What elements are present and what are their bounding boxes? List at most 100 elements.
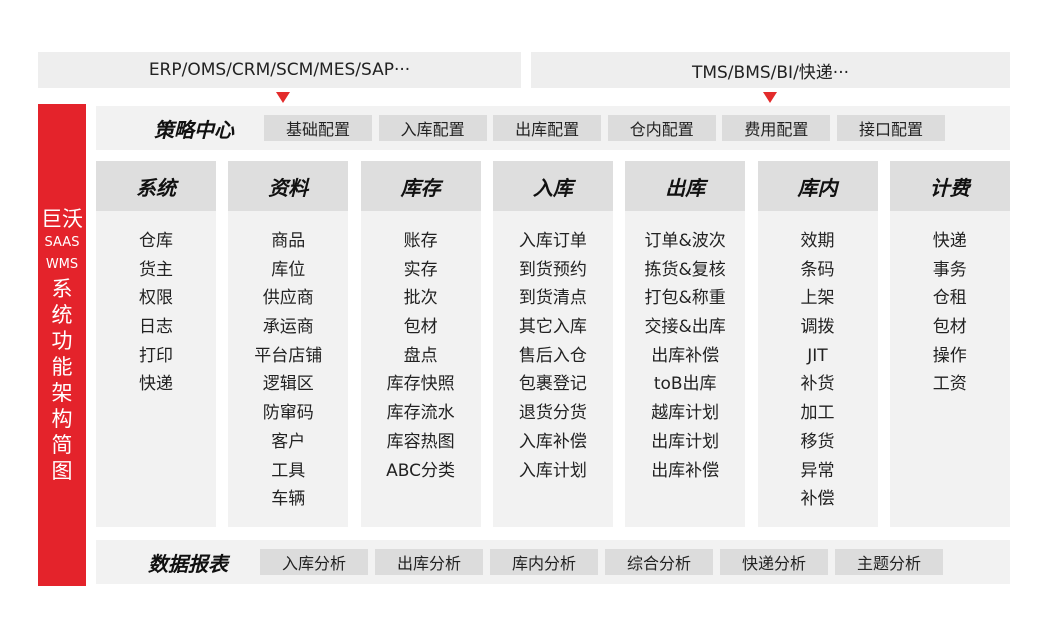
module-item: 供应商 (262, 288, 314, 309)
module-title: 入库 (492, 161, 613, 211)
strategy-chip: 入库配置 (378, 115, 487, 141)
module-item: 工具 (271, 460, 306, 481)
module-title: 系统 (96, 161, 216, 211)
report-chip: 出库分析 (375, 549, 483, 575)
module-item-list: 仓库货主权限日志打印快递 (96, 211, 216, 399)
module-item: 快递 (139, 374, 173, 395)
module-item: 上架 (800, 288, 835, 309)
module-item: 到货清点 (518, 288, 587, 309)
module-item: 操作 (932, 345, 967, 366)
module-item: 平台店铺 (254, 345, 323, 366)
module-item: 包材 (932, 317, 967, 338)
module-item: 条码 (800, 259, 835, 280)
module-item: JIT (807, 345, 828, 366)
module-item: 移货 (800, 431, 835, 452)
module-item: 效期 (800, 231, 835, 251)
report-chip: 入库分析 (260, 549, 368, 575)
module-item: 库存流水 (386, 403, 455, 424)
module-item: 防窜码 (262, 403, 314, 424)
module-column: 库存账存实存批次包材盘点库存快照库存流水库容热图 ABC分类 (360, 161, 481, 527)
module-item: 事务 (932, 259, 967, 280)
module-item: 实存 (403, 259, 438, 280)
report-chip: 主题分析 (835, 549, 943, 575)
module-column: 计费快递事务仓租包材操作工资 (889, 161, 1010, 527)
module-item: 入库补偿 (518, 431, 587, 452)
strategy-center-title: 策略中心 (154, 117, 234, 142)
side-title-wms: WMS (45, 257, 79, 272)
strategy-chip: 费用配置 (722, 115, 831, 141)
module-item-list: 入库订单到货预约到货清点其它入库售后入仓包裹登记退货分货入库补偿入库计划 (493, 211, 613, 485)
module-column: 系统仓库货主权限日志打印快递 (96, 161, 216, 527)
module-item: 拣货&复核 (644, 259, 726, 280)
module-item: 盘点 (403, 345, 438, 366)
module-item: 包材 (403, 317, 438, 338)
data-report-title: 数据报表 (148, 551, 228, 576)
module-item: 日志 (139, 317, 173, 338)
module-item: 退货分货 (518, 403, 587, 424)
upstream-systems-box: ERP/OMS/CRM/SCM/MES/SAP··· (38, 52, 521, 88)
module-column: 资料商品库位供应商承运商平台店铺逻辑区防窜码客户工具车辆 (228, 161, 349, 527)
module-item: 补偿 (800, 489, 835, 510)
module-item: 加工 (800, 403, 835, 424)
module-item: 包裹登记 (518, 374, 587, 395)
module-item: 入库计划 (518, 460, 587, 481)
module-item: 账存 (403, 231, 438, 251)
module-item: 库容热图 (386, 431, 455, 452)
arrow-down-icon (276, 92, 290, 103)
module-item: 打包&称重 (644, 288, 726, 309)
module-item: 到货预约 (518, 259, 587, 280)
arrow-down-icon (763, 92, 777, 103)
module-item: toB出库 (653, 374, 717, 395)
module-item: 库存快照 (386, 374, 455, 395)
module-item: 售后入仓 (518, 345, 587, 366)
module-item: 批次 (403, 288, 438, 309)
side-title-saas: SAAS (44, 235, 80, 250)
module-item: 交接&出库 (644, 317, 726, 338)
module-item: 出库补偿 (651, 460, 720, 481)
module-item: 车辆 (271, 489, 306, 510)
strategy-chip: 接口配置 (837, 115, 945, 141)
module-column: 入库入库订单到货预约到货清点其它入库售后入仓包裹登记退货分货入库补偿入库计划 (492, 161, 613, 527)
downstream-systems-box: TMS/BMS/BI/快递··· (531, 52, 1010, 88)
side-title-brand: 巨沃 (41, 207, 83, 231)
report-chip: 库内分析 (490, 549, 598, 575)
module-item: 越库计划 (651, 403, 720, 424)
module-item: 权限 (139, 288, 173, 309)
module-title: 库内 (757, 161, 878, 211)
module-item-list: 账存实存批次包材盘点库存快照库存流水库容热图 ABC分类 (361, 211, 481, 485)
report-chip: 快递分析 (720, 549, 828, 575)
strategy-chip: 基础配置 (264, 115, 372, 141)
module-item: 逻辑区 (262, 374, 314, 395)
module-item: 仓租 (932, 288, 967, 309)
module-item: 其它入库 (518, 317, 587, 338)
module-title: 出库 (625, 161, 746, 211)
strategy-center-row: 策略中心 基础配置入库配置出库配置仓内配置费用配置接口配置 (96, 106, 1010, 150)
module-item: 打印 (139, 345, 173, 366)
data-report-row: 数据报表 入库分析出库分析库内分析综合分析快递分析主题分析 (96, 540, 1010, 584)
module-item: 商品 (271, 231, 306, 251)
module-item-list: 快递事务仓租包材操作工资 (890, 211, 1010, 399)
module-item: ABC分类 (386, 460, 456, 481)
module-item: 调拨 (800, 317, 835, 338)
module-item-list: 商品库位供应商承运商平台店铺逻辑区防窜码客户工具车辆 (228, 211, 348, 514)
side-title-desc: 系统功能架构简图 (51, 277, 73, 483)
module-item: 库位 (271, 259, 306, 280)
module-item: 货主 (139, 259, 173, 280)
module-item: 出库计划 (651, 431, 720, 452)
module-item: 客户 (271, 431, 306, 452)
report-chip: 综合分析 (605, 549, 713, 575)
module-item: 工资 (932, 374, 967, 395)
side-title-bar: 巨沃 SAAS WMS 系统功能架构简图 (38, 104, 86, 586)
module-title: 资料 (228, 161, 349, 211)
upstream-systems-label: ERP/OMS/CRM/SCM/MES/SAP··· (148, 60, 411, 80)
module-item: 补货 (800, 374, 835, 395)
module-item: 快递 (932, 231, 967, 251)
module-title: 库存 (360, 161, 481, 211)
strategy-chip: 出库配置 (493, 115, 602, 141)
module-item: 异常 (800, 460, 835, 481)
strategy-chip: 仓内配置 (607, 115, 716, 141)
module-title: 计费 (889, 161, 1010, 211)
module-item-list: 效期条码上架调拨 JIT 补货加工移货异常补偿 (758, 211, 878, 514)
